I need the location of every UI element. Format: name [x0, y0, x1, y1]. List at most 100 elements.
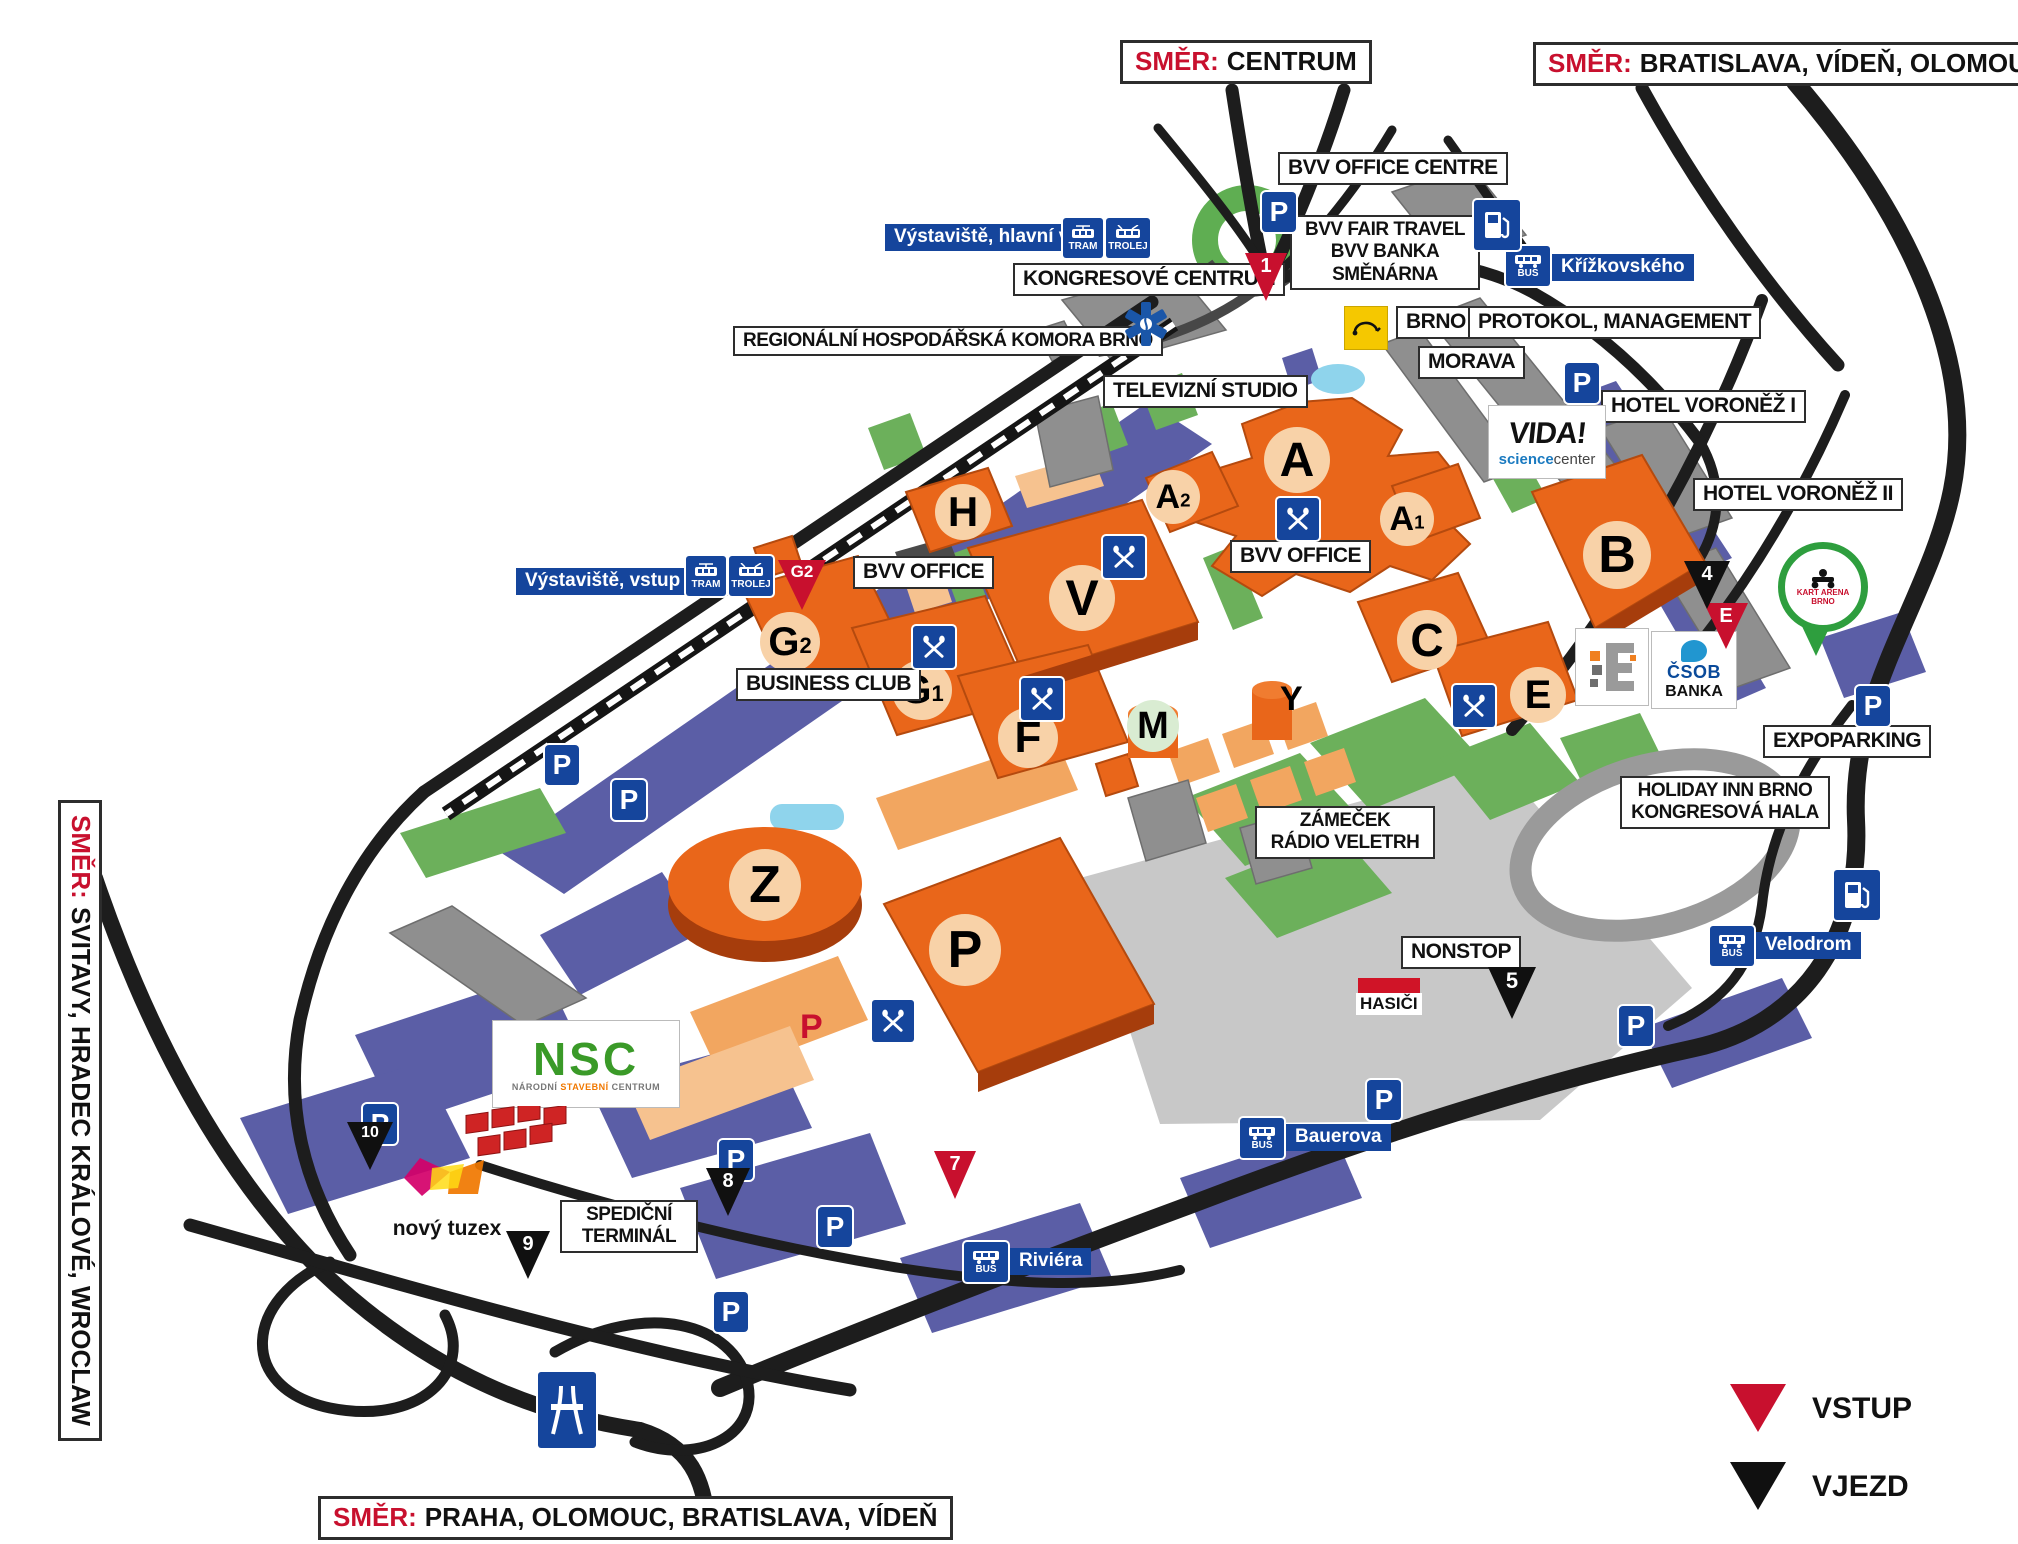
nsc-narodni: NÁRODNÍ [511, 1081, 558, 1092]
label-bvv-office-centre: BVV OFFICE CENTRE [1278, 152, 1508, 185]
bus-glyph [1719, 934, 1745, 948]
label-line: ZÁMEČEK [1299, 810, 1391, 831]
hall-letter: B [1598, 526, 1636, 584]
label-spedicni-terminal: SPEDIČNÍ TERMINÁL [560, 1200, 698, 1253]
novy-tuzex-logo: nový tuzex [392, 1150, 502, 1241]
parking-letter: P [1269, 196, 1289, 227]
bus-caption: BUS [1721, 947, 1743, 959]
legend-vjezd-label: VJEZD [1812, 1470, 1909, 1503]
e-pixel-logo [1575, 628, 1649, 706]
gate-number: 10 [361, 1124, 379, 1141]
gas-station-icon [1474, 200, 1520, 250]
bus-caption: BUS [1517, 267, 1539, 279]
parking-icon: P [818, 1207, 852, 1247]
trolejbus-glyph [739, 562, 763, 576]
hall-m: M [1127, 700, 1179, 752]
hall-z: Z [729, 849, 801, 921]
hall-letter: A [1155, 477, 1181, 516]
hall-b: B [1583, 521, 1651, 589]
label-nonstop: NONSTOP [1401, 936, 1521, 969]
fork-spoon-icon [1287, 507, 1309, 530]
entrance-marker-1: 1 [1245, 253, 1287, 301]
sign-text: CENTRUM [1226, 46, 1357, 76]
sign-smer-praha: SMĚR:PRAHA, OLOMOUC, BRATISLAVA, VÍDEŇ [318, 1496, 953, 1540]
nsc-red-cubes [462, 1100, 592, 1169]
parking-icon: P [1619, 1006, 1653, 1046]
label-line: HOLIDAY INN BRNO [1637, 780, 1813, 801]
hall-letter: C [1410, 614, 1444, 666]
csob-icon [1681, 639, 1707, 662]
post-office-icon [1344, 306, 1388, 350]
parking-icon: P [545, 745, 579, 785]
first-aid-icon [1124, 300, 1168, 353]
bus-glyph [973, 1250, 999, 1264]
nsc-centrum: CENTRUM [611, 1081, 661, 1092]
sign-prefix: SMĚR: [333, 1502, 417, 1532]
nsc-wordmark: NSC [532, 1032, 640, 1085]
motorway-icon [538, 1372, 596, 1448]
gate-number: E [1719, 605, 1733, 627]
gate-number: 9 [522, 1233, 534, 1255]
tram-icon: TRAM [686, 556, 726, 596]
trolej-caption: TROLEJ [731, 578, 771, 590]
fuel-pump-glyph [1485, 212, 1510, 239]
sign-smer-svitavy: SMĚR:SVITAVY, HRADEC KRÁLOVÉ, WROCLAW [58, 800, 102, 1441]
label-line: BVV FAIR TRAVEL [1305, 219, 1466, 240]
gate-marker-10: 10 [347, 1122, 393, 1170]
label-hotel-voronez-ii: HOTEL VORONĚŽ II [1693, 478, 1903, 511]
sign-smer-centrum: SMĚR:CENTRUM [1120, 40, 1372, 84]
hasici-text: HASIČI [1356, 993, 1422, 1015]
label-bvv-fair-travel: BVV FAIR TRAVEL BVV BANKA SMĚNÁRNA [1290, 215, 1480, 291]
parking-letter: P [1374, 1084, 1394, 1115]
gate-number: 8 [722, 1170, 734, 1192]
label-televizni-studio: TELEVIZNÍ STUDIO [1103, 375, 1308, 408]
tram-caption: TRAM [691, 578, 721, 590]
motorway-glyph [551, 1385, 583, 1435]
nsc-stavebni: STAVEBNÍ [560, 1081, 609, 1092]
trolej-caption: TROLEJ [1108, 240, 1148, 252]
parking-icon: P [612, 780, 646, 820]
kart-arena-text: KART ARENA BRNO [1796, 588, 1850, 606]
hasici-red-bar [1357, 978, 1420, 993]
bus-icon: BUS [1506, 246, 1550, 286]
hall-letter-sub: 1 [1414, 511, 1425, 533]
kart-arena-logo: KART ARENA BRNO [1778, 542, 1868, 632]
vida-science-center-logo: VIDA! sciencecenter [1488, 405, 1606, 479]
parking-letter: P [726, 1144, 746, 1175]
label-morava: MORAVA [1418, 346, 1526, 379]
label-line: SPEDIČNÍ [586, 1204, 672, 1225]
entrance-marker-g2: G2 [778, 560, 826, 610]
hall-letter: H [947, 488, 979, 535]
stop-velodrom: Velodrom [1756, 932, 1861, 959]
restaurant-icon [1453, 685, 1495, 727]
bus-caption: BUS [975, 1263, 997, 1275]
csob-wordmark: ČSOB [1666, 661, 1721, 682]
tram-glyph [1072, 224, 1094, 238]
gas-station-icon [1834, 870, 1880, 920]
parking-icon: P [1565, 363, 1599, 403]
hall-letter-sub: 1 [931, 680, 944, 706]
entrance-marker-7: 7 [934, 1151, 976, 1199]
label-hospodarska-komora: REGIONÁLNÍ HOSPODÁŘSKÁ KOMORA BRNO [733, 326, 1163, 357]
gate-marker-8: 8 [706, 1168, 750, 1216]
stop-bauerova: Bauerova [1286, 1124, 1391, 1151]
parking-letter: P [1572, 367, 1592, 398]
restaurant-icon [913, 626, 955, 668]
gate-number: G2 [790, 562, 814, 581]
hall-letter: F [1014, 713, 1042, 762]
fork-spoon-icon [923, 635, 945, 658]
hall-y: Y [1280, 680, 1303, 718]
fork-spoon-icon [1031, 687, 1053, 710]
gate-number: 4 [1701, 563, 1713, 585]
parking-icon: P [1262, 192, 1296, 232]
vida-science: science [1498, 450, 1554, 468]
sign-prefix: SMĚR: [65, 815, 96, 899]
bus-caption: BUS [1251, 1139, 1273, 1151]
csob-banka: BANKA [1665, 682, 1723, 700]
parking-letter: P [619, 784, 639, 815]
pixel-e-glyph [1590, 643, 1636, 691]
label-line: RÁDIO VELETRH [1270, 832, 1420, 854]
label-bvv-office-a: BVV OFFICE [1230, 540, 1372, 573]
